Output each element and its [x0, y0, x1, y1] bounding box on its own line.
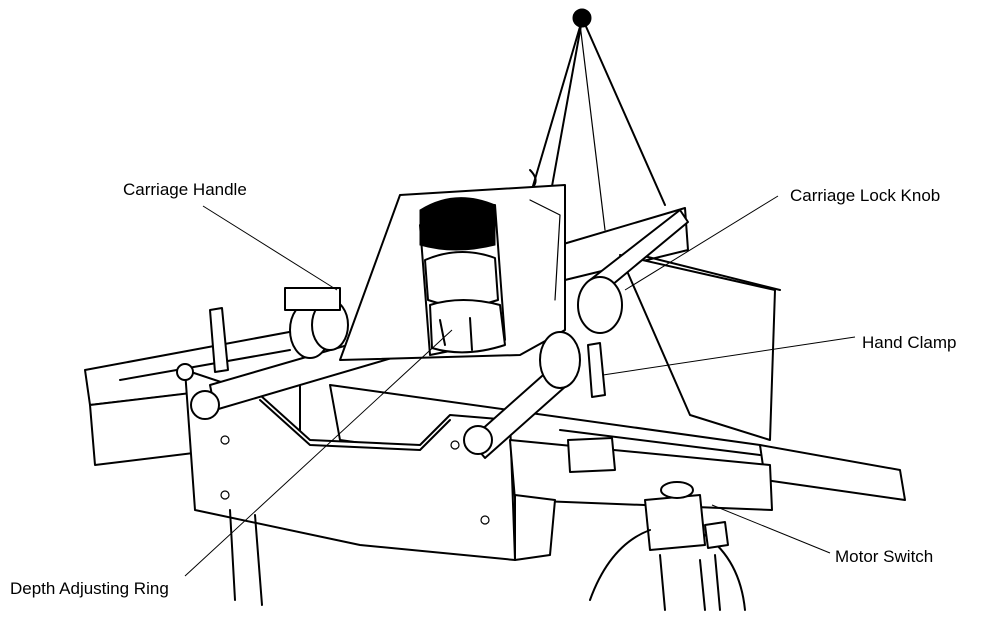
levers-knobs: [176, 307, 616, 473]
rear-table: [559, 207, 781, 441]
label-depth-adjusting-ring: Depth Adjusting Ring: [10, 579, 169, 598]
leader-depth-adjusting-ring: [184, 329, 453, 577]
label-motor-switch: Motor Switch: [835, 547, 934, 566]
carriage-bearings: [284, 276, 623, 389]
leader-carriage-lock-knob: [624, 195, 779, 291]
leader-hand-clamp: [602, 336, 856, 376]
leader-motor-switch: [711, 504, 831, 554]
carriage: [339, 184, 566, 361]
motor-switch-box: [589, 481, 746, 611]
leader-carriage-handle: [202, 205, 338, 291]
label-carriage-handle: Carriage Handle: [123, 180, 247, 199]
label-hand-clamp: Hand Clamp: [862, 333, 957, 352]
leader-lines: [184, 195, 856, 577]
legs: [229, 509, 721, 611]
label-carriage-lock-knob: Carriage Lock Knob: [790, 186, 941, 205]
